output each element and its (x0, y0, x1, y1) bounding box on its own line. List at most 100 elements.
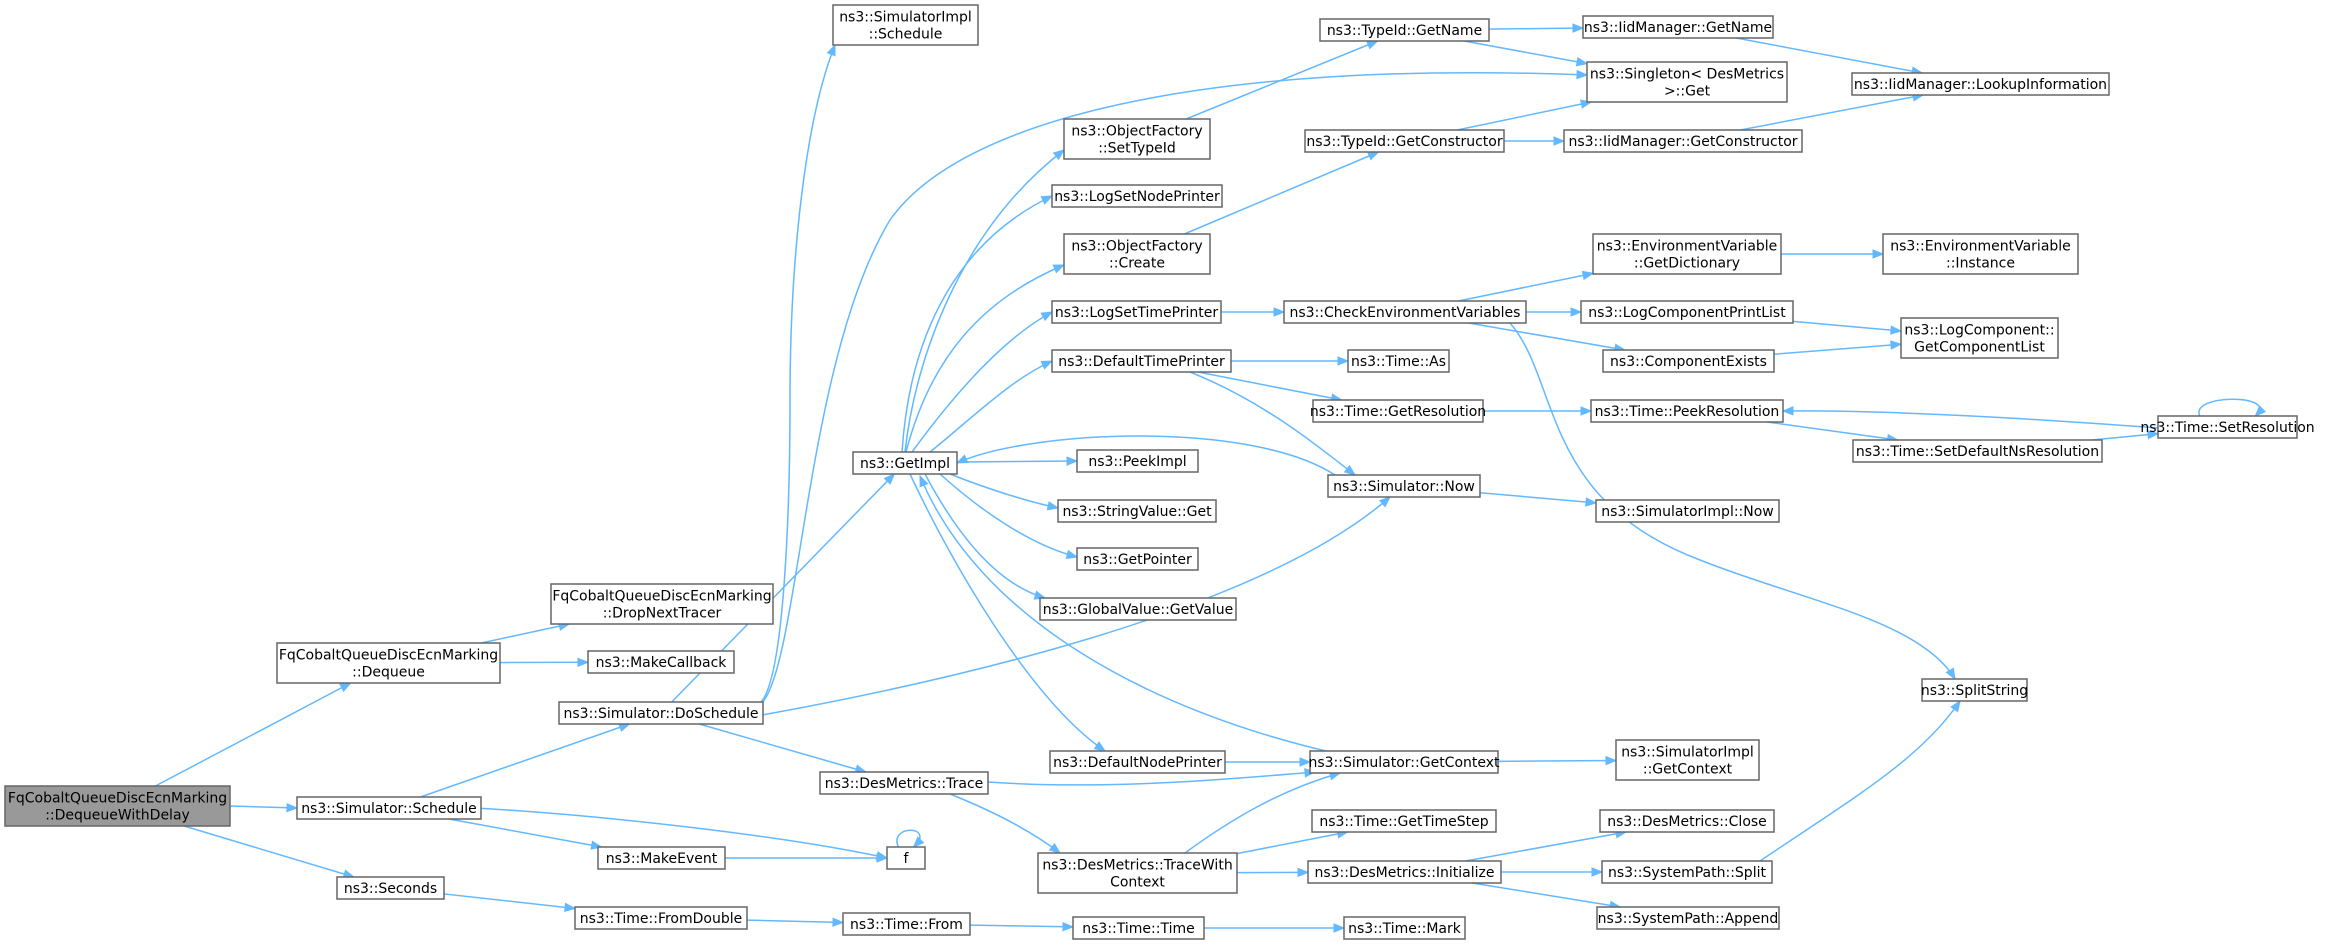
function-node[interactable]: ns3::GlobalValue::GetValue (1039, 597, 1237, 621)
function-node[interactable]: ns3::Time::SetDefaultNsResolution (1852, 439, 2103, 463)
function-node[interactable]: ns3::EnvironmentVariable::GetDictionary (1592, 233, 1782, 275)
function-node[interactable]: ns3::IidManager::GetConstructor (1563, 129, 1803, 153)
function-node-box (1051, 184, 1223, 208)
function-node[interactable]: ns3::Time::SetResolution (2140, 415, 2315, 439)
function-node[interactable]: ns3::Time::GetTimeStep (1311, 809, 1497, 833)
function-node-label: ns3::DesMetrics::Close (1607, 814, 1767, 830)
function-node[interactable]: ns3::Simulator::Now (1327, 474, 1481, 498)
function-node-label: ns3::GetImpl (860, 456, 950, 472)
function-node-box (852, 451, 958, 475)
function-node[interactable]: ns3::Time::FromDouble (574, 906, 748, 930)
function-node[interactable]: ns3::GetPointer (1076, 547, 1199, 571)
call-edge (1189, 371, 1357, 476)
function-node[interactable]: ns3::SimulatorImpl::GetContext (1615, 739, 1760, 781)
function-node[interactable]: FqCobaltQueueDiscEcnMarking::Dequeue (276, 642, 501, 684)
call-edge (901, 195, 1054, 453)
function-node[interactable]: ns3::Seconds (336, 876, 445, 900)
function-node-label: ns3::DesMetrics::Trace (825, 776, 984, 792)
function-node-box (550, 583, 774, 625)
function-node-box (1072, 916, 1205, 940)
function-node[interactable]: ns3::Time::From (842, 912, 971, 936)
function-node[interactable]: ns3::TypeId::GetName (1319, 18, 1490, 42)
function-node[interactable]: ns3::Time::PeekResolution (1590, 399, 1784, 423)
function-node[interactable]: ns3::Simulator::GetContext (1308, 750, 1500, 774)
function-node-box (587, 650, 735, 674)
function-node-label: ns3::DesMetrics::TraceWith (1042, 858, 1232, 874)
function-node[interactable]: ns3::LogComponentPrintList (1580, 300, 1794, 324)
function-node[interactable]: ns3::ObjectFactory::Create (1063, 233, 1211, 275)
function-node[interactable]: ns3::Time::GetResolution (1310, 399, 1486, 423)
function-node[interactable]: FqCobaltQueueDiscEcnMarking::DropNextTra… (550, 583, 774, 625)
function-node[interactable]: ns3::ComponentExists (1602, 349, 1775, 373)
function-node-box (1049, 750, 1226, 774)
function-node-box (1615, 739, 1760, 781)
function-node[interactable]: ns3::Time::Mark (1343, 916, 1466, 940)
function-node-label: ns3::DefaultTimePrinter (1058, 354, 1225, 370)
function-node-label: ns3::Time::As (1351, 354, 1446, 370)
function-node-box (1327, 474, 1481, 498)
function-node-box (1307, 860, 1502, 884)
function-node[interactable]: ns3::SystemPath::Split (1601, 860, 1773, 884)
function-node[interactable]: ns3::DefaultTimePrinter (1051, 349, 1232, 373)
function-node-label: ns3::StringValue::Get (1062, 504, 1212, 520)
function-node-label: ns3::Simulator::GetContext (1308, 755, 1500, 771)
function-node-box (1063, 233, 1211, 275)
function-node-box (1592, 233, 1782, 275)
root-function-node[interactable]: FqCobaltQueueDiscEcnMarking::DequeueWith… (4, 785, 231, 827)
call-edge (1792, 320, 1903, 335)
function-node[interactable]: ns3::Simulator::DoSchedule (558, 701, 764, 725)
function-node[interactable]: ns3::SplitString (1921, 678, 2028, 702)
function-node[interactable]: ns3::DefaultNodePrinter (1049, 750, 1226, 774)
function-node[interactable]: ns3::DesMetrics::Initialize (1307, 860, 1502, 884)
function-node-box (886, 846, 926, 870)
function-node-label: ::SetTypeId (1098, 141, 1176, 157)
function-node[interactable]: ns3::Time::Time (1072, 916, 1205, 940)
call-edge (420, 722, 631, 798)
function-node[interactable]: ns3::SimulatorImpl::Now (1595, 499, 1780, 523)
function-node[interactable]: ns3::Time::As (1347, 349, 1450, 373)
call-edge (1225, 757, 1312, 767)
function-node[interactable]: ns3::EnvironmentVariable::Instance (1882, 233, 2079, 275)
call-edge (1458, 270, 1595, 302)
function-node-label: ns3::DefaultNodePrinter (1053, 755, 1222, 771)
function-node[interactable]: ns3::MakeEvent (597, 846, 726, 870)
function-node-label: GetComponentList (1914, 340, 2045, 356)
function-node[interactable]: ns3::SystemPath::Append (1596, 906, 1780, 930)
function-node[interactable]: ns3::StringValue::Get (1057, 499, 1217, 523)
function-node[interactable]: ns3::DesMetrics::Trace (819, 771, 989, 795)
function-node-box (1602, 349, 1775, 373)
function-node-box (819, 771, 989, 795)
function-node-label: ns3::IidManager::GetConstructor (1568, 134, 1797, 150)
function-node[interactable]: ns3::LogSetTimePrinter (1051, 300, 1222, 324)
function-node[interactable]: ns3::LogSetNodePrinter (1051, 184, 1223, 208)
function-node[interactable]: ns3::GetImpl (852, 451, 958, 475)
function-node[interactable]: ns3::IidManager::LookupInformation (1851, 72, 2110, 96)
function-node[interactable]: ns3::Singleton< DesMetrics>::Get (1586, 61, 1788, 103)
call-edge (1483, 406, 1593, 416)
function-node[interactable]: ns3::CheckEnvironmentVariables (1283, 300, 1527, 324)
function-node-label: ns3::LogSetTimePrinter (1055, 305, 1219, 321)
function-node-label: ns3::Time::FromDouble (580, 911, 743, 927)
call-edge (1465, 829, 1628, 862)
function-node[interactable]: ns3::Simulator::Schedule (296, 796, 482, 820)
function-node[interactable]: ns3::MakeCallback (587, 650, 735, 674)
function-node[interactable]: ns3::TypeId::GetConstructor (1304, 129, 1505, 153)
function-node-box (842, 912, 971, 936)
function-node-label: ::Schedule (869, 27, 943, 43)
function-node[interactable]: ns3::PeekImpl (1076, 449, 1199, 473)
function-node-label: ns3::Singleton< DesMetrics (1590, 67, 1784, 83)
function-node-label: ns3::ComponentExists (1610, 354, 1767, 370)
function-node[interactable]: f (886, 846, 926, 870)
function-node-label: ns3::Time::SetDefaultNsResolution (1856, 444, 2099, 460)
function-node[interactable]: ns3::IidManager::GetName (1582, 15, 1774, 39)
function-node[interactable]: ns3::DesMetrics::Close (1599, 809, 1775, 833)
function-node-box (1063, 118, 1211, 160)
function-node[interactable]: ns3::SimulatorImpl::Schedule (832, 4, 979, 46)
function-node-box (1309, 750, 1499, 774)
function-node[interactable]: ns3::LogComponent::GetComponentList (1900, 317, 2059, 359)
call-edge (949, 793, 1062, 854)
call-edge (1204, 923, 1346, 933)
function-node-label: ns3::Time::Mark (1348, 921, 1462, 937)
function-node[interactable]: ns3::ObjectFactory::SetTypeId (1063, 118, 1211, 160)
